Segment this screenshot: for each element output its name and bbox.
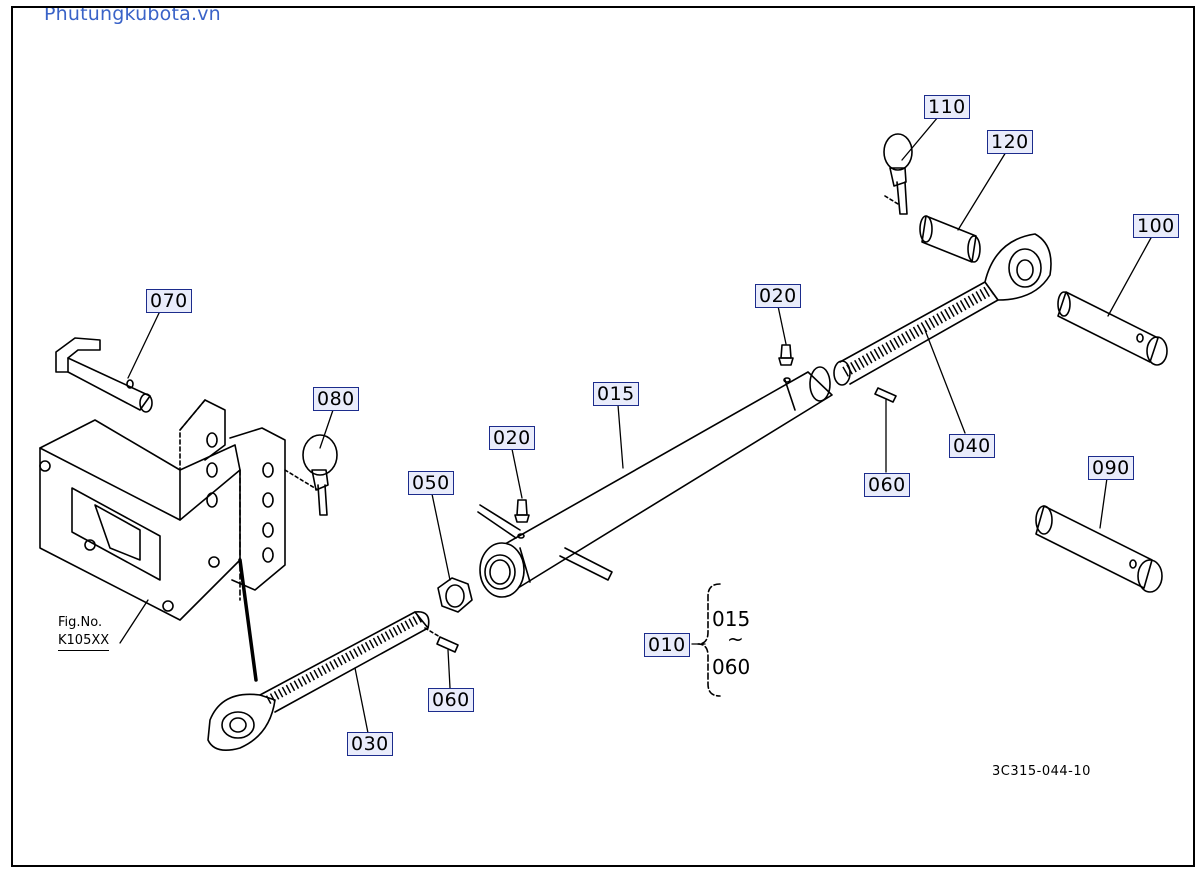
range-from: 015: [712, 607, 751, 631]
figure-reference: Fig.No. K105XX: [58, 614, 110, 651]
callout-070: 070: [146, 289, 192, 313]
callout-100: 100: [1133, 214, 1179, 238]
callout-020-left: 020: [489, 426, 535, 450]
nut-050: [437, 577, 473, 613]
pin-070: [55, 337, 153, 413]
threaded-rod-030: [207, 611, 430, 751]
lynch-pin-080: [284, 434, 338, 516]
range-tilde: ~: [727, 627, 744, 651]
pin-100: [1057, 291, 1168, 366]
callout-080: 080: [313, 387, 359, 411]
pin-060-lower: [424, 627, 459, 653]
bushing-120: [919, 215, 981, 263]
threaded-rod-040: [833, 233, 1052, 386]
drawing-frame: [11, 6, 1195, 867]
callout-060-lower: 060: [428, 688, 474, 712]
pin-060-upper: [874, 387, 897, 403]
tube-015: [477, 366, 833, 598]
callout-020-right: 020: [755, 284, 801, 308]
figure-reference-code: K105XX: [58, 632, 110, 651]
drawing-number: 3C315-044-10: [992, 764, 1091, 779]
callout-120: 120: [987, 130, 1033, 154]
grease-nipple-020-left: [514, 499, 530, 523]
callout-060-upper: 060: [864, 473, 910, 497]
range-to: 060: [712, 655, 751, 679]
callout-110: 110: [924, 95, 970, 119]
callout-040: 040: [949, 434, 995, 458]
callout-030: 030: [347, 732, 393, 756]
leader-lines: [119, 116, 1153, 734]
figure-reference-label: Fig.No.: [58, 615, 103, 630]
hitch-bracket: [39, 399, 286, 682]
callout-090: 090: [1088, 456, 1134, 480]
lynch-pin-110: [883, 133, 913, 215]
callout-010: 010: [644, 633, 690, 657]
pin-090: [1035, 505, 1163, 593]
range-brace: [697, 583, 721, 697]
callout-015: 015: [593, 382, 639, 406]
watermark: Phutungkubota.vn: [44, 3, 221, 25]
callout-050: 050: [408, 471, 454, 495]
grease-nipple-020-right: [778, 344, 794, 366]
